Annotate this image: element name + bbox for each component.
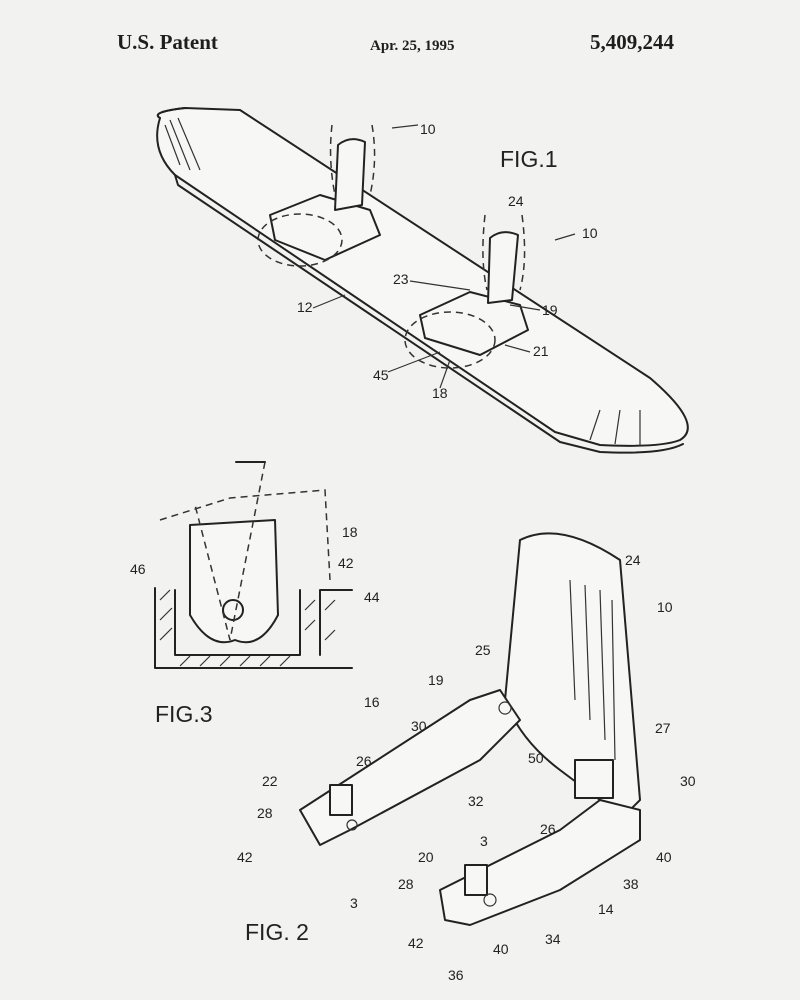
fig2-label: 40: [493, 941, 509, 957]
fig1-snowboard: [156, 107, 689, 454]
fig2-label: 30: [411, 718, 427, 734]
fig2-label: 34: [545, 931, 561, 947]
fig1-leader-lines: [312, 124, 576, 389]
header-title: U.S. Patent: [117, 30, 218, 54]
fig1-label: 45: [373, 367, 389, 383]
fig2-label: 40: [656, 849, 672, 865]
fig2-label: 26: [540, 821, 556, 837]
fig1-front-binding: [404, 214, 529, 369]
fig2-label: 22: [262, 773, 278, 789]
fig1-rear-binding: [257, 124, 381, 267]
fig3-section: [154, 461, 353, 669]
fig1-label: 23: [393, 271, 409, 287]
fig3-label: 42: [338, 555, 354, 571]
fig2-label: 25: [475, 642, 491, 658]
fig1-label: 18: [432, 385, 448, 401]
fig2-label: 50: [528, 750, 544, 766]
fig2-label: 28: [398, 876, 414, 892]
fig1-label: 10: [420, 121, 436, 137]
fig2-label: 26: [356, 753, 372, 769]
fig2-label: 38: [623, 876, 639, 892]
fig2-label: 19: [428, 672, 444, 688]
fig2-label: 3: [480, 833, 488, 849]
fig1-label: 21: [533, 343, 549, 359]
fig3-label: 46: [130, 561, 146, 577]
fig2-label: 42: [237, 849, 253, 865]
fig2-label: 32: [468, 793, 484, 809]
fig2-label: 10: [657, 599, 673, 615]
fig2-labels: 24 10 25 19 16 30 50 27 26 30 22 28 32 4…: [237, 552, 696, 983]
fig1-title: FIG.1: [500, 146, 558, 172]
fig1-label: 10: [582, 225, 598, 241]
header-patent-number: 5,409,244: [590, 30, 674, 54]
fig2-label: 20: [418, 849, 434, 865]
fig3-title: FIG.3: [155, 701, 213, 727]
fig2-label: 14: [598, 901, 614, 917]
fig2-label: 30: [680, 773, 696, 789]
fig2-label: 16: [364, 694, 380, 710]
fig3-label: 18: [342, 524, 358, 540]
fig2-label: 36: [448, 967, 464, 983]
fig2-label: 27: [655, 720, 671, 736]
fig1-label: 12: [297, 299, 313, 315]
fig2-title: FIG. 2: [245, 919, 309, 945]
fig2-label: 24: [625, 552, 641, 568]
header-date: Apr. 25, 1995: [370, 38, 455, 54]
fig1-label: 19: [542, 302, 558, 318]
fig2-label: 3: [350, 895, 358, 911]
fig2-label: 28: [257, 805, 273, 821]
fig2-binding: [299, 532, 641, 926]
fig1-label: 24: [508, 193, 524, 209]
fig3-label: 44: [364, 589, 380, 605]
fig2-label: 42: [408, 935, 424, 951]
